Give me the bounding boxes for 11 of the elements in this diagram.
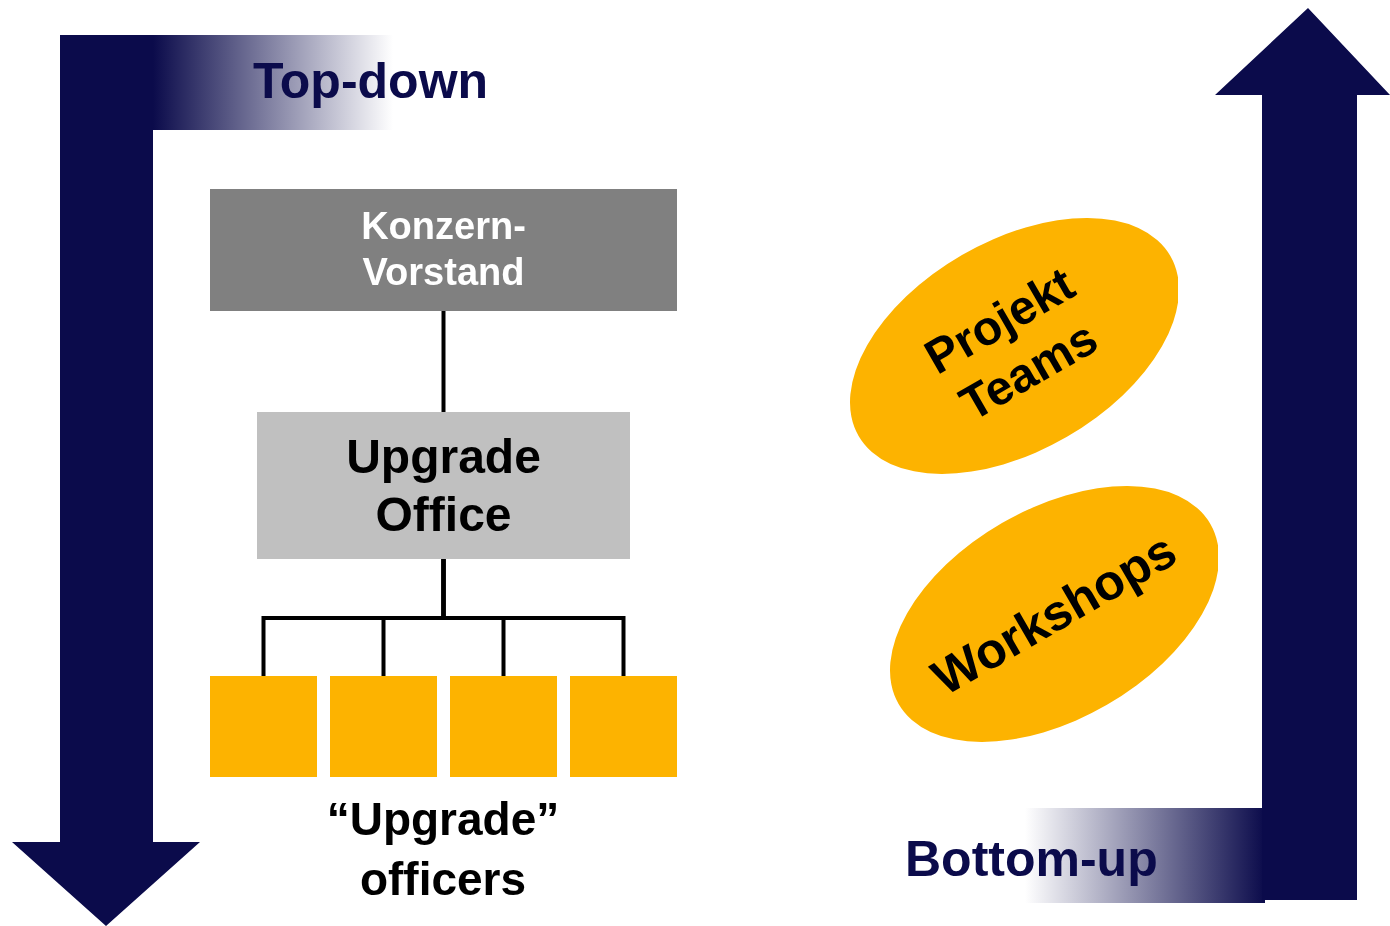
officer-box (210, 676, 317, 777)
connector-line (441, 311, 446, 412)
process-box: Upgrade Office (257, 412, 630, 559)
officer-box (570, 676, 677, 777)
officer-box (450, 676, 557, 777)
direction-label: Top-down (253, 52, 489, 110)
process-box: Konzern-Vorstand (210, 189, 677, 311)
group-caption: “Upgrade” officers (325, 792, 561, 907)
officer-box (330, 676, 437, 777)
connector-line (441, 559, 626, 676)
direction-label: Bottom-up (905, 830, 1158, 888)
